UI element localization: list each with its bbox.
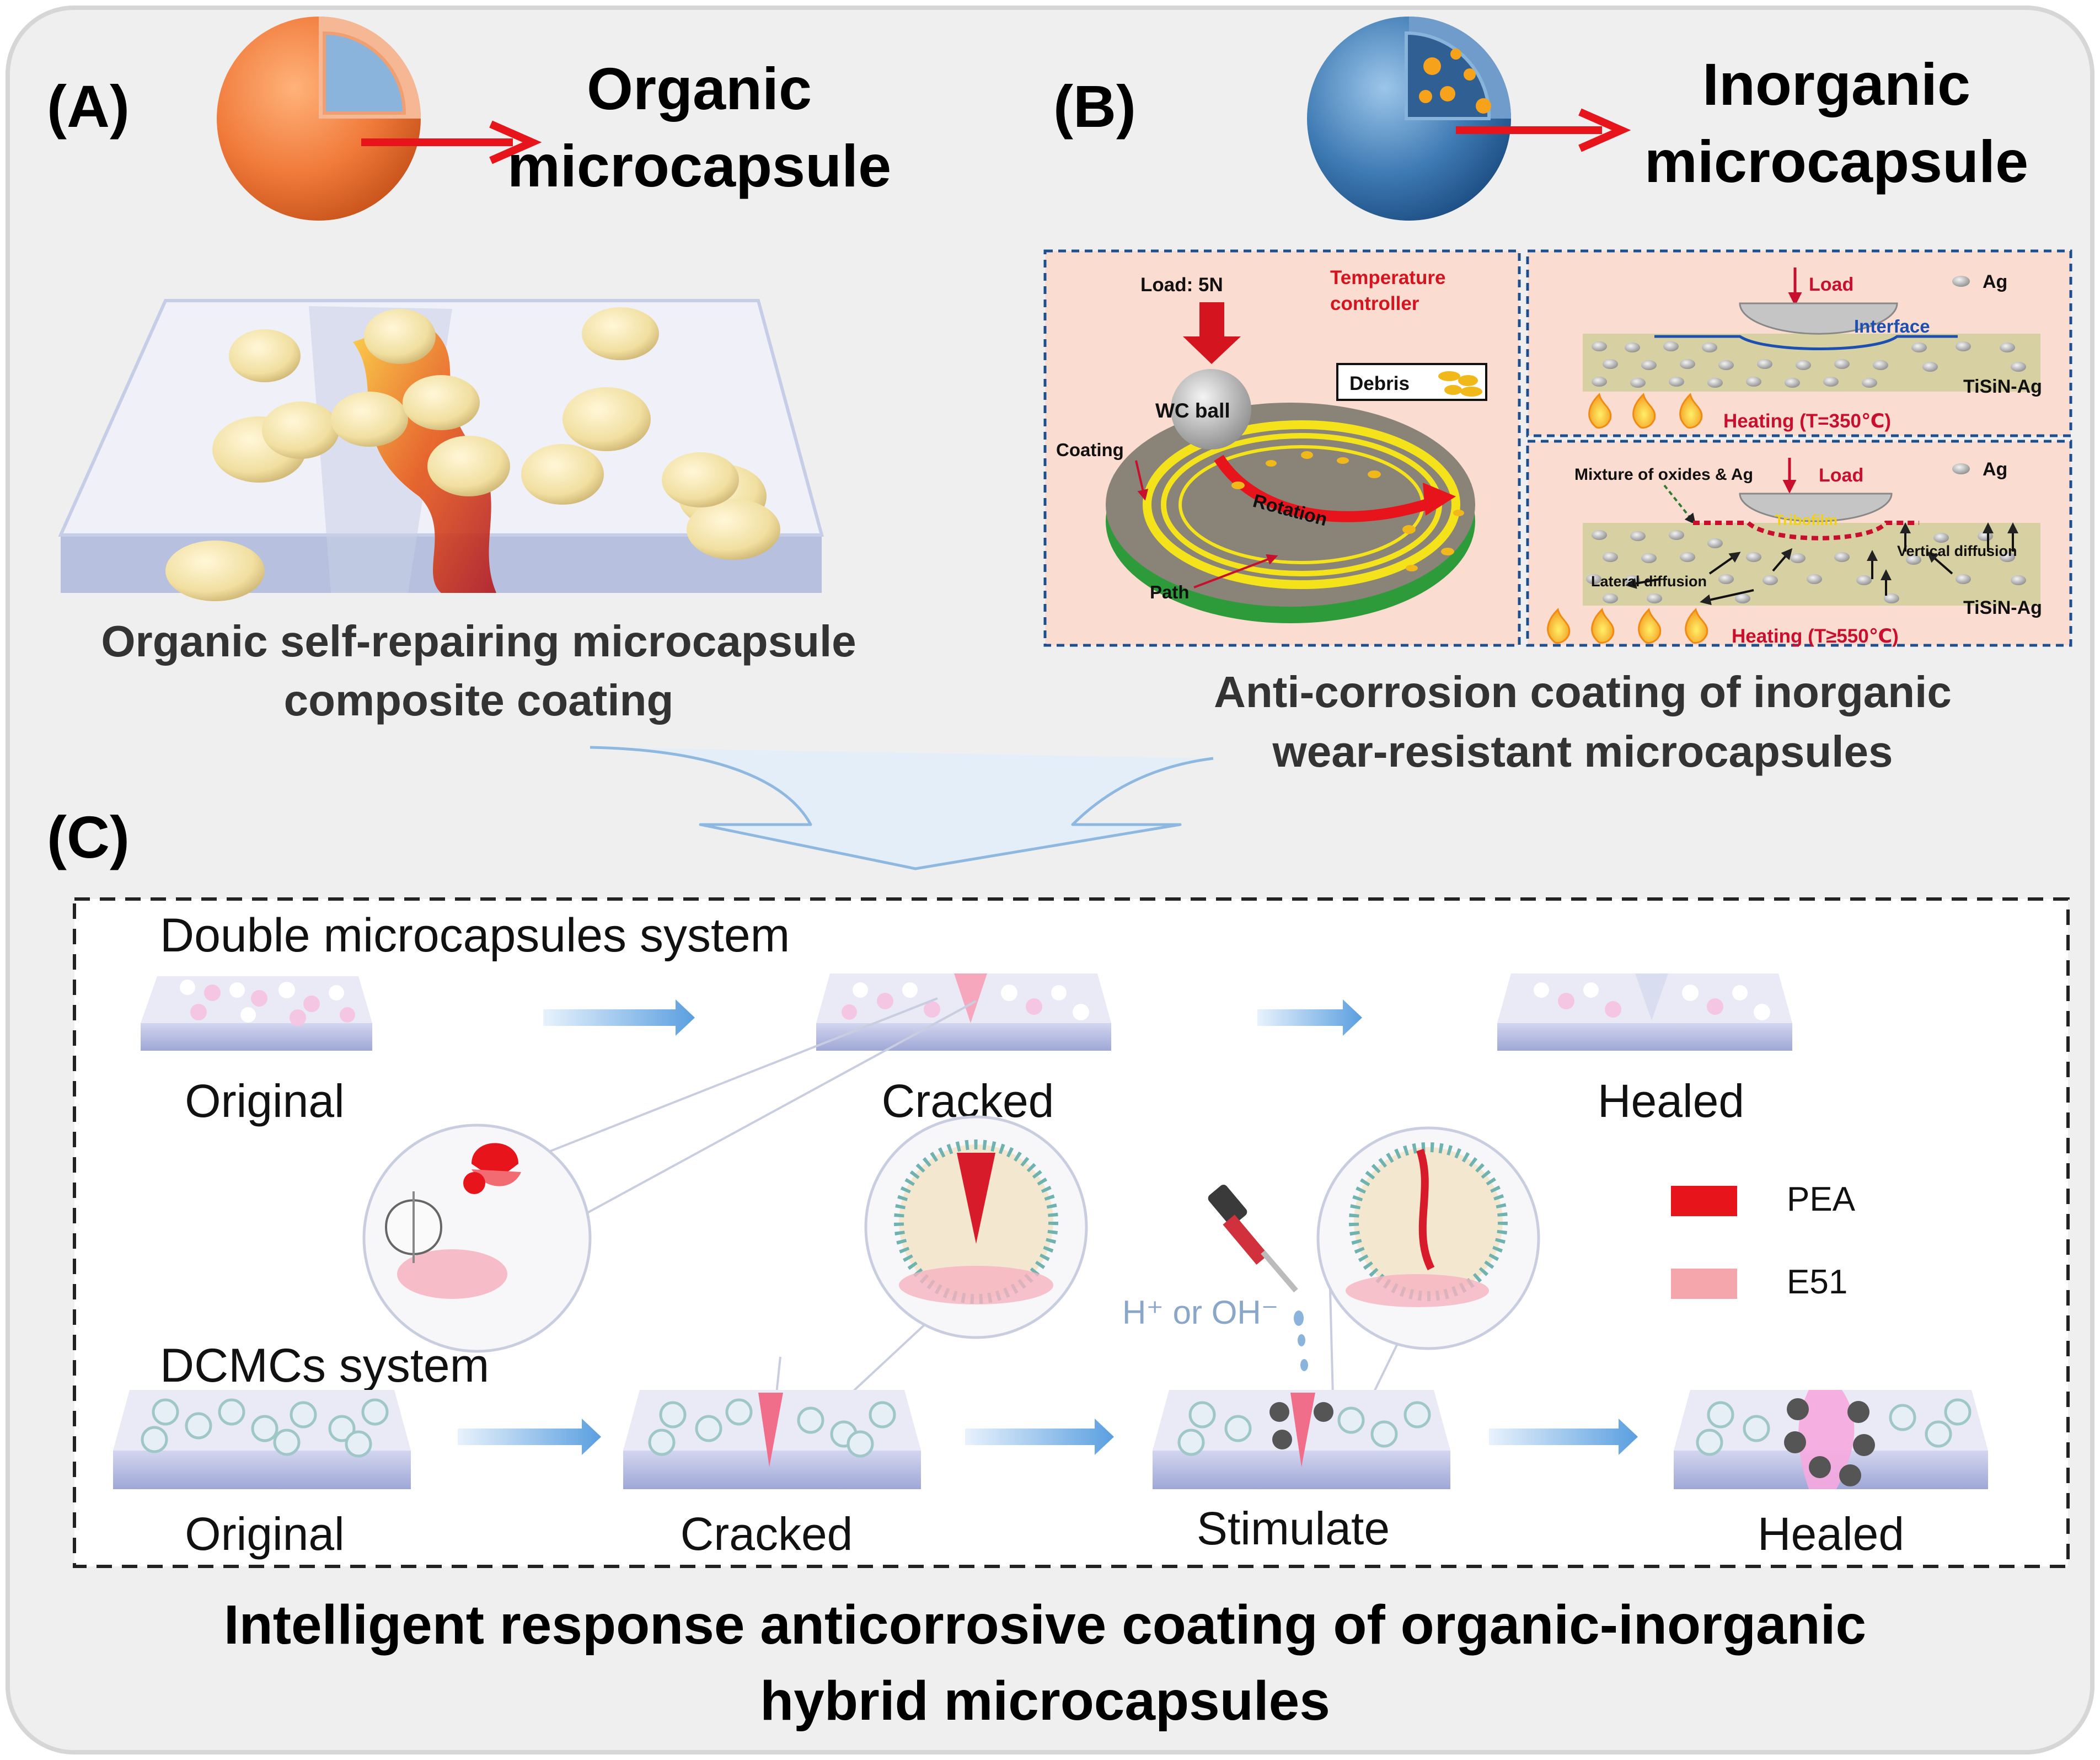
footer-line2: hybrid microcapsules bbox=[760, 1670, 1330, 1732]
dcmc-arrow-3 bbox=[1489, 1419, 1638, 1455]
merge-arrow bbox=[590, 746, 1214, 870]
double-zoom-circle bbox=[362, 1124, 592, 1353]
wc-ball-label: WC ball bbox=[1155, 399, 1230, 422]
double-cracked-slab bbox=[816, 973, 1111, 1051]
inorganic-title-line2: microcapsule bbox=[1644, 128, 2028, 195]
lateral-diffusion-label: Lateral diffusion bbox=[1591, 573, 1707, 590]
organic-arrow-head bbox=[489, 120, 542, 164]
legend-e51-swatch bbox=[1671, 1269, 1737, 1299]
organic-title-line1: Organic bbox=[587, 55, 812, 122]
organic-capsules bbox=[165, 307, 780, 601]
low-temp-load-label: Load bbox=[1809, 274, 1853, 295]
inorganic-title-line1: Inorganic bbox=[1702, 51, 1970, 117]
inorganic-caption-line2: wear-resistant microcapsules bbox=[1272, 727, 1893, 776]
high-temp-ag-particles bbox=[1586, 530, 2026, 603]
double-original-slab bbox=[141, 976, 372, 1051]
panel-a-label: (A) bbox=[47, 73, 130, 140]
legend-e51-label: E51 bbox=[1787, 1263, 1847, 1301]
dcmc-cracked-slab bbox=[623, 1390, 921, 1489]
debris-particles bbox=[1231, 451, 1464, 571]
dcmc-zoom-circle-2 bbox=[1316, 1126, 1540, 1350]
tribofilm-label: Tribofilm bbox=[1775, 512, 1838, 528]
dcmc-step-healed: Healed bbox=[1758, 1508, 1904, 1560]
dcmc-step-original: Original bbox=[185, 1508, 344, 1560]
double-arrow-2 bbox=[1257, 999, 1362, 1036]
debris-label: Debris bbox=[1349, 373, 1410, 394]
double-system-title: Double microcapsules system bbox=[160, 909, 790, 962]
high-temp-schematic: Mixture of oxides & Ag Load Ag Tribofilm bbox=[1526, 440, 2072, 647]
panel-b-label: (B) bbox=[1053, 73, 1136, 140]
high-temp-substrate-label: TiSiN-Ag bbox=[1963, 597, 2042, 618]
path-label: Path bbox=[1150, 582, 1190, 602]
stimulus-label: H⁺ or OH⁻ bbox=[1122, 1294, 1278, 1331]
dcmc-healed-slab bbox=[1674, 1390, 1988, 1489]
low-temp-ag-label: Ag bbox=[1983, 271, 2007, 292]
temperature-label-line1: Temperature bbox=[1330, 267, 1445, 288]
double-step-healed: Healed bbox=[1598, 1075, 1744, 1127]
dropper-icon bbox=[1208, 1184, 1308, 1371]
legend-pea-label: PEA bbox=[1787, 1180, 1856, 1218]
dcmc-stimulate-slab bbox=[1153, 1390, 1450, 1489]
low-temp-flames bbox=[1588, 393, 1703, 429]
high-temp-load-label: Load bbox=[1819, 465, 1863, 486]
interface-label: Interface bbox=[1854, 316, 1930, 336]
low-temp-schematic: Load Ag Interface TiSiN-Ag bbox=[1526, 249, 2072, 437]
high-temp-heating-label: Heating (T≥550℃) bbox=[1732, 625, 1899, 647]
double-arrow-1 bbox=[543, 999, 695, 1036]
dcmc-arrow-1 bbox=[458, 1419, 601, 1455]
low-temp-substrate-label: TiSiN-Ag bbox=[1963, 376, 2042, 397]
organic-capsule-icon bbox=[217, 17, 421, 221]
high-temp-ag-label: Ag bbox=[1983, 459, 2007, 480]
wear-test-schematic: Load: 5N Temperature controller Debris R… bbox=[1043, 249, 1521, 647]
inorganic-capsule-icon bbox=[1307, 17, 1511, 221]
temperature-label-line2: controller bbox=[1330, 293, 1419, 314]
dcmc-arrow-2 bbox=[965, 1419, 1114, 1455]
debris-icon bbox=[1438, 371, 1482, 397]
low-temp-ag-particles bbox=[1592, 341, 2026, 388]
footer-line1: Intelligent response anticorrosive coati… bbox=[224, 1594, 1866, 1656]
organic-title-line2: microcapsule bbox=[507, 132, 891, 199]
coating-label: Coating bbox=[1056, 440, 1124, 460]
dcmc-original-slab bbox=[113, 1390, 411, 1489]
inorganic-caption-line1: Anti-corrosion coating of inorganic bbox=[1214, 667, 1952, 716]
panel-c-label: (C) bbox=[47, 804, 130, 870]
diffusion-arrows bbox=[1625, 522, 2018, 606]
dcmc-system-title: DCMCs system bbox=[160, 1339, 489, 1392]
low-temp-heating-label: Heating (T=350℃) bbox=[1723, 410, 1891, 432]
dcmc-step-cracked: Cracked bbox=[681, 1508, 853, 1560]
mixture-label: Mixture of oxides & Ag bbox=[1574, 466, 1753, 484]
dcmc-step-stimulate: Stimulate bbox=[1197, 1502, 1390, 1554]
organic-caption-line1: Organic self-repairing microcapsule bbox=[101, 617, 856, 666]
vertical-diffusion-label: Vertical diffusion bbox=[1897, 543, 2017, 559]
double-step-original: Original bbox=[185, 1075, 344, 1127]
wear-load-label: Load: 5N bbox=[1140, 274, 1223, 296]
inorganic-arrow-head bbox=[1578, 108, 1631, 152]
high-temp-flames bbox=[1547, 608, 1708, 644]
double-healed-slab bbox=[1497, 973, 1792, 1051]
organic-caption-line2: composite coating bbox=[284, 676, 674, 725]
legend-pea-swatch bbox=[1671, 1186, 1737, 1216]
dcmc-zoom-circle-1 bbox=[864, 1115, 1088, 1339]
